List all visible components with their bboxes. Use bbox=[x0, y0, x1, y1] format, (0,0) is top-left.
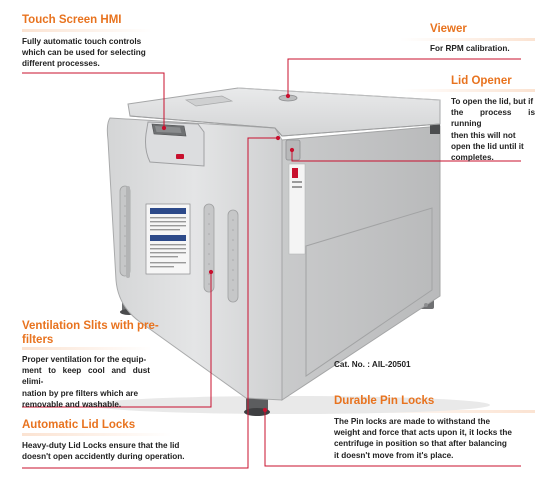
catalog-number: Cat. No. : AIL-20501 bbox=[334, 360, 411, 369]
ventilation-title-1: Ventilation Slits with pre- bbox=[22, 320, 159, 332]
viewer-line: For RPM calibration. bbox=[430, 44, 510, 53]
ventilation-title-bar bbox=[22, 347, 152, 350]
lid-locks-leader bbox=[22, 137, 278, 469]
viewer-leader bbox=[287, 58, 521, 96]
pin-locks-leader bbox=[264, 410, 521, 467]
touch-screen-line: different processes. bbox=[22, 59, 100, 69]
lid-opener-line: the process is running bbox=[451, 108, 535, 129]
lid-opener-line: completes. bbox=[451, 153, 494, 163]
machine-side-panel bbox=[281, 125, 441, 401]
emergency-button bbox=[176, 154, 184, 159]
viewer-description: For RPM calibration. bbox=[430, 43, 510, 54]
lid-opener-line: To open the lid, but if bbox=[451, 97, 534, 106]
touch-screen-leader bbox=[22, 72, 165, 128]
lid-opener-leader bbox=[291, 150, 521, 162]
viewer-title: Viewer bbox=[430, 23, 467, 35]
lid-locks-title: Automatic Lid Locks bbox=[22, 419, 136, 431]
ventilation-line: removable and washable. bbox=[22, 399, 122, 409]
pin-locks-title: Durable Pin Locks bbox=[334, 395, 435, 407]
touch-screen-line: Fully automatic touch controls bbox=[22, 37, 142, 46]
ventilation-line: ment to keep cool and dust elimi- bbox=[22, 366, 150, 387]
pin-locks-title-bar bbox=[330, 410, 535, 413]
pin-locks-line: The Pin locks are made to withstand the bbox=[334, 417, 491, 426]
lid-locks-line: Heavy-duty Lid Locks ensure that the lid bbox=[22, 441, 180, 450]
vent-slit-right-1 bbox=[203, 203, 215, 293]
vent-slit-right-2 bbox=[227, 209, 239, 303]
touch-screen-title: Touch Screen HMI bbox=[22, 14, 122, 26]
lid-opener-line: open the lid until it bbox=[451, 141, 524, 151]
lid-opener-description: To open the lid, but if the process is r… bbox=[451, 96, 535, 163]
lid-locks-description: Heavy-duty Lid Locks ensure that the lid… bbox=[22, 440, 192, 462]
ventilation-description: Proper ventilation for the equip- ment t… bbox=[22, 354, 150, 410]
lid-opener-title: Lid Opener bbox=[451, 75, 512, 87]
touch-screen-description: Fully automatic touch controls which can… bbox=[22, 36, 172, 70]
vent-slit-left-2 bbox=[126, 186, 130, 278]
lid-locks-title-bar bbox=[22, 433, 172, 436]
pin-locks-line: weight and force that acts upon it, it l… bbox=[334, 428, 512, 438]
pin-locks-line: centrifuge in position so that after bal… bbox=[334, 439, 507, 449]
pin-locks-line: it doesn't move from it's place. bbox=[334, 450, 454, 460]
lid-opener-title-bar bbox=[400, 89, 535, 92]
ventilation-line: nation by pre filters which are bbox=[22, 388, 139, 398]
touch-screen-line: which can be used for selecting bbox=[22, 48, 146, 58]
pin-locks-description: The Pin locks are made to withstand the … bbox=[334, 416, 535, 461]
ventilation-title-2: filters bbox=[22, 334, 54, 346]
lid-opener-line: then this will not bbox=[451, 130, 516, 140]
ventilation-leader bbox=[22, 272, 212, 408]
touch-screen-title-bar bbox=[22, 29, 152, 32]
ventilation-line: Proper ventilation for the equip- bbox=[22, 355, 147, 364]
lid-locks-line: doesn't open accidently during operation… bbox=[22, 452, 185, 462]
viewer-title-bar bbox=[400, 38, 535, 41]
